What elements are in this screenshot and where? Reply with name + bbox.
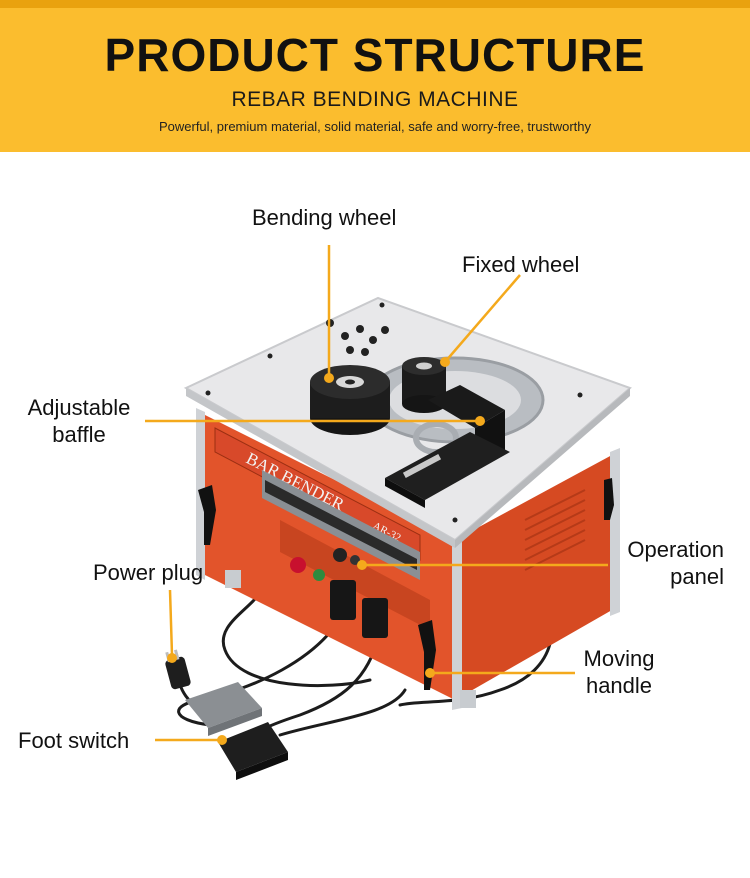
- label-adjustable-baffle-line2: baffle: [52, 422, 106, 447]
- page-subtitle: REBAR BENDING MACHINE: [231, 88, 519, 111]
- page-tagline: Powerful, premium material, solid materi…: [158, 119, 592, 134]
- label-fixed-wheel: Fixed wheel: [462, 252, 580, 277]
- leader-lines: [145, 245, 608, 742]
- foot-switch-black: [218, 722, 288, 780]
- table-edge-right: [455, 388, 630, 548]
- foot-left: [225, 570, 241, 588]
- label-operation-panel: Operation panel: [606, 536, 724, 590]
- leader-dots: [167, 357, 485, 745]
- label-power-plug: Power plug: [93, 560, 204, 585]
- operation-panel-box: [262, 470, 430, 630]
- label-bending-wheel: Bending wheel: [252, 205, 397, 230]
- table-edge-front: [186, 388, 455, 548]
- corner-frame: [452, 535, 462, 710]
- page-title: PRODUCT STRUCTURE: [104, 29, 646, 81]
- right-frame: [610, 448, 620, 616]
- label-moving-handle-line1: Moving: [583, 646, 655, 671]
- product-photo: BAR BENDER AR-32: [145, 245, 632, 780]
- foot-switch-grey: [185, 682, 262, 736]
- top-accent-strip: [0, 0, 750, 8]
- label-moving-handle-line2: handle: [585, 673, 653, 698]
- table-holes: [205, 302, 583, 523]
- header-banner: PRODUCT STRUCTURE REBAR BENDING MACHINE …: [0, 8, 750, 152]
- label-moving-handle: Moving handle: [574, 645, 664, 699]
- label-adjustable-baffle: Adjustable baffle: [16, 394, 142, 448]
- foot-right: [460, 690, 476, 708]
- label-foot-switch: Foot switch: [18, 728, 130, 753]
- label-adjustable-baffle-line1: Adjustable: [27, 395, 131, 420]
- label-operation-panel-line2: panel: [670, 564, 724, 589]
- bending-wheel: [310, 365, 390, 435]
- sockets: [330, 580, 388, 638]
- adjustable-baffle: [385, 385, 510, 508]
- label-operation-panel-line1: Operation: [627, 537, 724, 562]
